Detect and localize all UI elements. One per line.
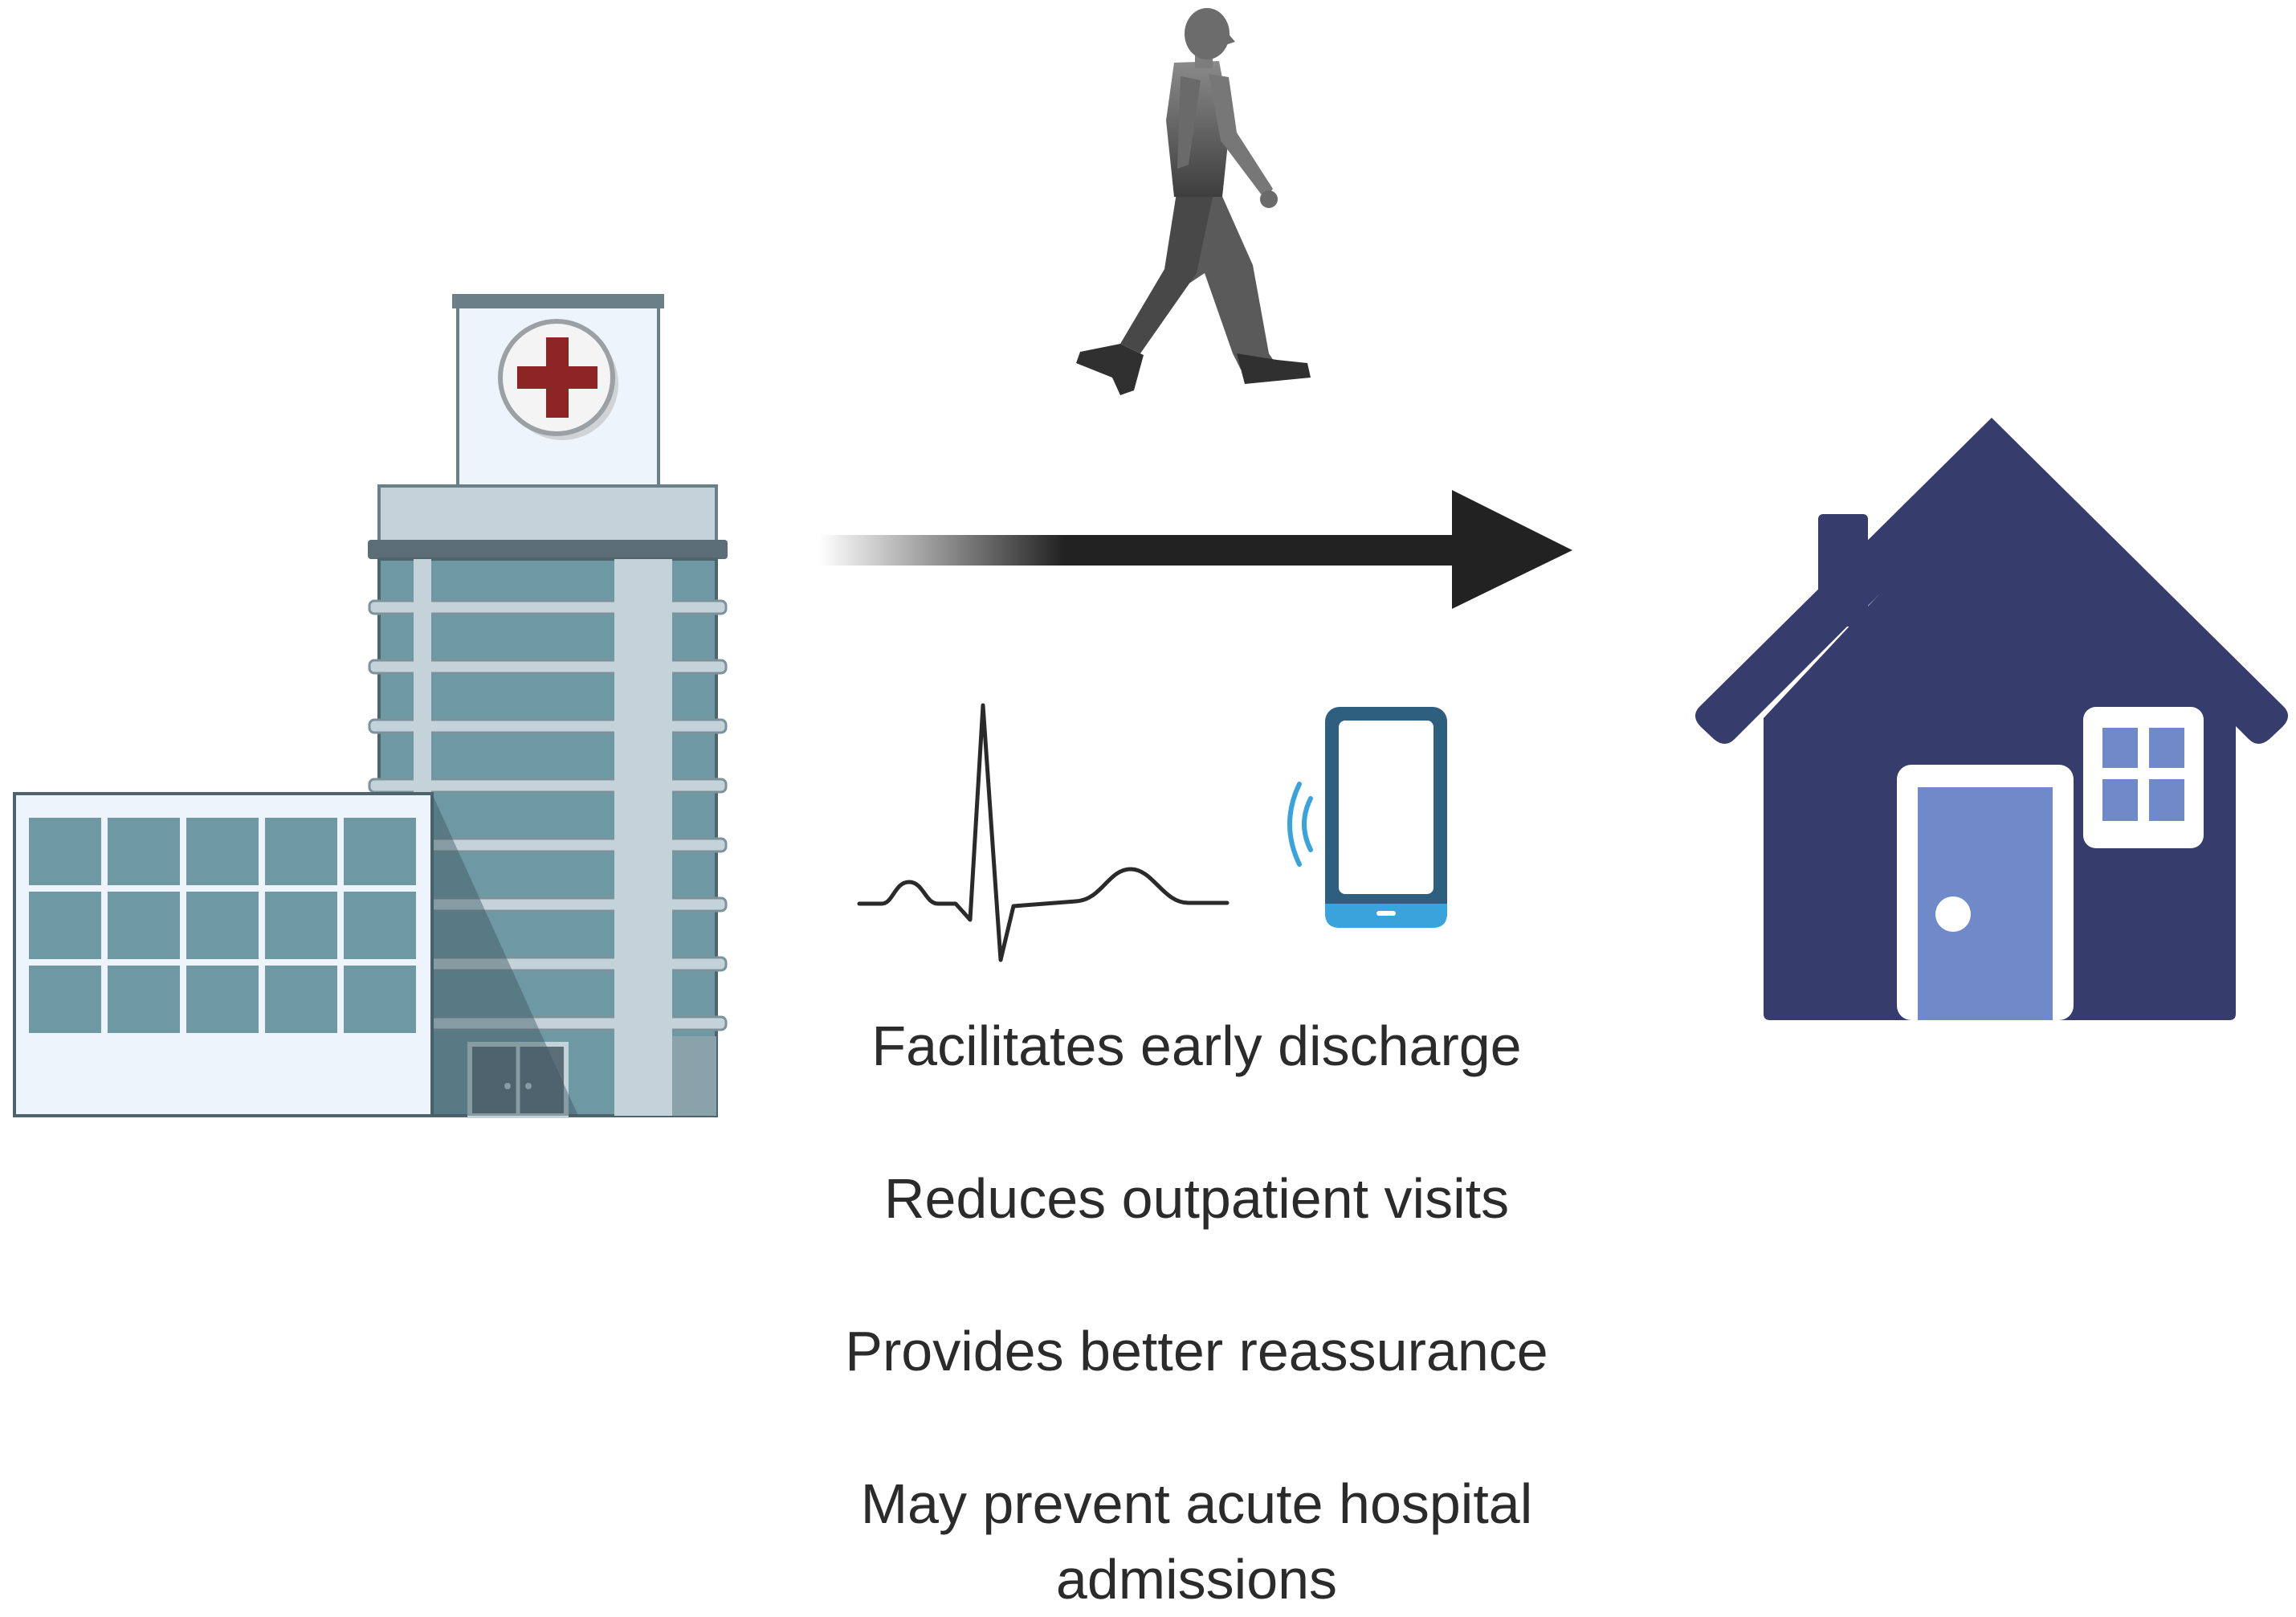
benefit-outpatient-visits: Reduces outpatient visits [883,1167,1510,1230]
hospital-building-icon [13,294,728,1118]
house-icon [1694,418,2289,1020]
smartphone-signal-icon [1287,707,1447,928]
walking-person-icon [1076,8,1311,395]
benefit-early-discharge: Facilitates early discharge [871,1015,1522,1077]
medical-cross-icon [498,319,618,440]
benefit-reassurance: Provides better reassurance [845,1320,1548,1382]
house-door [1897,765,2074,1020]
house-window [2083,707,2204,848]
benefit-prevent-admissions: May prevent acute hospital admissions [860,1472,1533,1611]
arrow-right-icon [819,490,1572,609]
ecg-waveform-icon [857,703,1230,962]
entrance-door [467,1042,569,1118]
benefits-list: Facilitates early discharge Reduces outp… [755,1008,1638,1617]
